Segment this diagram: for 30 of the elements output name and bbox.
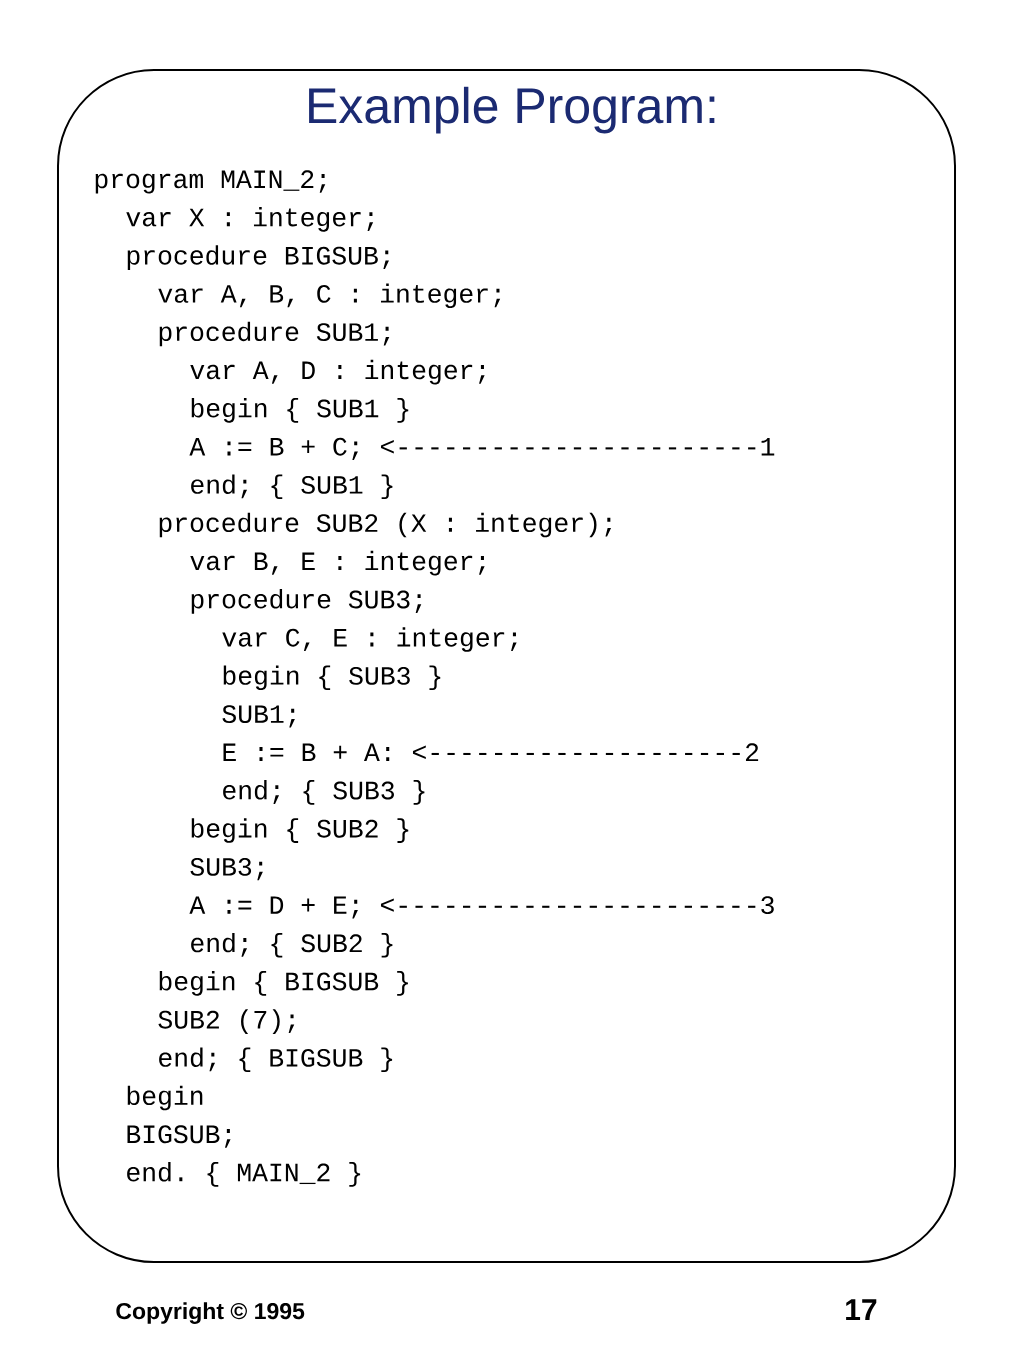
code-line: begin { BIGSUB } [159, 971, 408, 996]
code-line: begin { SUB1 } [191, 398, 409, 423]
code-line: procedure SUB2 (X : integer); [159, 512, 612, 538]
code-line: SUB3; [190, 857, 263, 881]
code-line: A := B + C; <-----------------------1 [189, 437, 775, 461]
code-line: var A, B, C : integer; [158, 283, 501, 309]
copyright-notice: Copyright © 1995 [116, 1302, 305, 1324]
code-line: end; { SUB1 } [191, 474, 393, 500]
code-line: end; { BIGSUB } [159, 1047, 393, 1073]
code-line: var C, E : integer; [222, 627, 517, 652]
code-line: procedure SUB3; [191, 589, 422, 614]
code-line: begin { SUB2 } [191, 818, 409, 843]
code-line: SUB2 (7); [158, 1009, 295, 1034]
page-number: 17 [846, 1299, 877, 1320]
code-line: BIGSUB; [127, 1125, 231, 1148]
code-line: procedure BIGSUB; [127, 245, 389, 270]
code-line: E := B + A: <--------------------2 [223, 743, 759, 761]
code-line: SUB1; [222, 705, 295, 728]
code-line: var B, E : integer; [190, 550, 485, 576]
code-line: begin [127, 1085, 203, 1111]
code-line: end. { MAIN_2 } [127, 1162, 361, 1187]
code-line: program MAIN_2; [95, 170, 326, 194]
code-line: end; { SUB3 } [223, 780, 425, 805]
code-line: var A, D : integer; [190, 359, 485, 385]
code-line: procedure SUB1; [159, 321, 390, 347]
code-line: end; { SUB2 } [191, 932, 393, 958]
code-line: var X : integer; [126, 207, 374, 232]
slide-title: Example Program: [309, 86, 715, 134]
code-line: A := D + E; <-----------------------3 [189, 896, 774, 919]
code-line: begin { SUB3 } [223, 665, 441, 691]
